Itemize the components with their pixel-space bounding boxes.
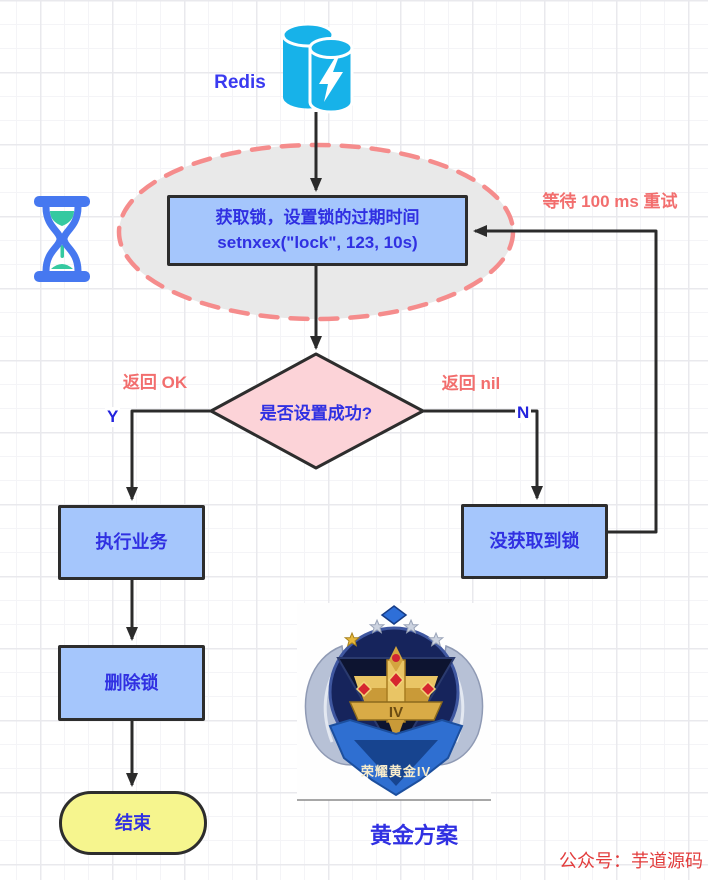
redis-database-icon [281, 22, 354, 114]
acquire-lock-line2: setnxex("lock", 123, 10s) [217, 232, 418, 252]
no-letter: N [515, 403, 532, 423]
acquire-lock-line1: 获取锁，设置锁的过期时间 [215, 207, 420, 227]
retry-label: 等待 100 ms 重试 [542, 192, 678, 211]
decision-label: 是否设置成功? [259, 404, 373, 423]
gold-crown-emblem: IV [348, 646, 444, 742]
edge-decision-yes [126, 409, 211, 501]
decision-diamond [209, 352, 425, 470]
delete-lock-node: 删除锁 [58, 645, 205, 721]
rank-badge-image: IV 荣耀黄金IV [297, 603, 491, 801]
return-ok-label: 返回 OK [122, 373, 188, 392]
acquire-lock-node: 获取锁，设置锁的过期时间 setnxex("lock", 123, 10s) [167, 195, 468, 266]
return-nil-label: 返回 nil [441, 374, 501, 393]
edge-retry-loop [473, 225, 658, 534]
badge-rank-text: 荣耀黄金IV [360, 764, 431, 779]
badge-tier-text: IV [389, 704, 403, 721]
yes-letter: Y [105, 407, 121, 427]
no-lock-node: 没获取到锁 [461, 504, 608, 579]
plan-title: 黄金方案 [369, 823, 458, 848]
watermark-text: 公众号：芋道源码 [559, 851, 703, 871]
redis-label: Redis [214, 72, 266, 93]
execute-business-node: 执行业务 [58, 505, 205, 580]
end-node: 结束 [59, 791, 207, 855]
connector-lines [126, 112, 658, 787]
badge-shield-bottom: 荣耀黄金IV [328, 718, 464, 797]
lightning-bolt-icon [319, 56, 343, 102]
hourglass-icon [34, 196, 90, 282]
edge-decision-no [423, 409, 543, 500]
